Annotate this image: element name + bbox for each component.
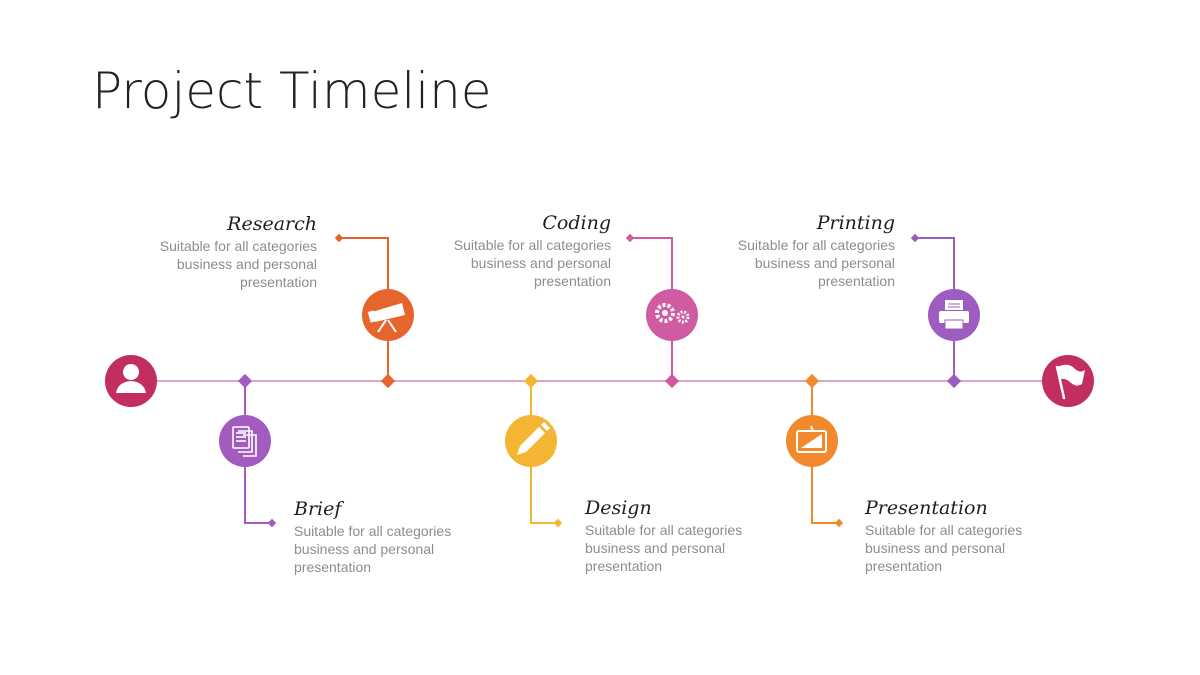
milestone-desc-line: presentation — [294, 559, 372, 575]
milestone-desc-line: Suitable for all categories — [585, 522, 743, 538]
label-design: Design Suitable for all categories busin… — [585, 497, 825, 575]
printer-icon — [939, 300, 969, 330]
milestone-title: Presentation — [865, 497, 988, 519]
milestone-title: Research — [227, 213, 317, 235]
pencil-icon — [517, 422, 550, 455]
milestone-desc-line: presentation — [533, 273, 611, 289]
milestone-desc-line: presentation — [817, 273, 895, 289]
milestone-desc-line: business and personal — [754, 255, 895, 271]
page-title: Project Timeline — [92, 62, 492, 120]
milestone-desc-line: Suitable for all categories — [159, 238, 317, 254]
label-presentation: Presentation Suitable for all categories… — [865, 497, 1105, 575]
easel-icon — [796, 425, 827, 453]
milestone-desc-line: business and personal — [585, 540, 726, 556]
milestone-title: Design — [585, 497, 652, 519]
milestone-coding — [625, 233, 698, 389]
person-icon — [116, 364, 146, 393]
milestone-desc-line: Suitable for all categories — [294, 523, 452, 539]
milestone-desc-line: business and personal — [294, 541, 435, 557]
milestone-desc-line: Suitable for all categories — [453, 237, 611, 253]
label-research: Research Suitable for all categories bus… — [77, 213, 317, 291]
milestone-desc-line: business and personal — [176, 256, 317, 272]
milestone-printing — [910, 233, 980, 389]
milestone-design — [505, 373, 563, 528]
gears-icon — [655, 303, 690, 324]
label-printing: Printing Suitable for all categories bus… — [655, 212, 895, 290]
milestone-presentation — [786, 373, 844, 528]
milestone-brief — [219, 373, 277, 528]
documents-icon — [232, 426, 257, 457]
label-coding: Coding Suitable for all categories busin… — [371, 212, 611, 290]
end-node — [1042, 355, 1094, 407]
milestone-desc-line: business and personal — [470, 255, 611, 271]
telescope-icon — [367, 303, 405, 333]
milestone-title: Brief — [294, 498, 342, 520]
milestone-desc-line: presentation — [585, 558, 663, 574]
flag-icon — [1055, 364, 1085, 400]
label-brief: Brief Suitable for all categories busine… — [294, 498, 534, 576]
milestone-title: Printing — [816, 212, 895, 234]
start-node — [105, 355, 157, 407]
milestone-desc-line: presentation — [865, 558, 943, 574]
milestone-desc-line: presentation — [239, 274, 317, 290]
milestone-desc-line: business and personal — [865, 540, 1006, 556]
milestone-desc-line: Suitable for all categories — [737, 237, 895, 253]
milestone-research — [334, 233, 414, 389]
milestone-title: Coding — [542, 212, 611, 234]
milestone-desc-line: Suitable for all categories — [865, 522, 1023, 538]
